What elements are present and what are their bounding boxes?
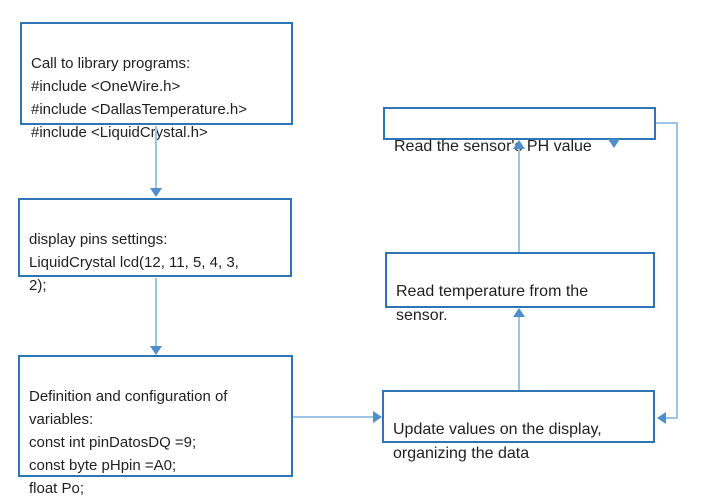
edge-variables-to-update-arrowhead bbox=[373, 411, 382, 423]
edge-update-to-temperature-arrowhead bbox=[513, 308, 525, 317]
box-display-pins-settings: display pins settings: LiquidCrystal lcd… bbox=[18, 198, 292, 294]
edge-pins-to-variables-line bbox=[155, 278, 157, 346]
box-variables-definition: Definition and configuration of variable… bbox=[18, 355, 293, 497]
edge-temperature-to-ph-arrowhead bbox=[513, 140, 525, 149]
box-read-ph-value: Read the sensor's PH value bbox=[383, 107, 656, 155]
edge-library-to-pins-line bbox=[155, 126, 157, 189]
ph-box-bottom-arrowhead bbox=[608, 139, 620, 148]
edge-variables-to-update-line bbox=[293, 416, 373, 418]
box-read-temperature: Read temperature from the sensor. bbox=[385, 252, 655, 324]
box-read-temperature-text: Read temperature from the sensor. bbox=[396, 283, 589, 324]
box-call-to-library-text: Call to library programs: #include <OneW… bbox=[31, 55, 247, 141]
box-call-to-library: Call to library programs: #include <OneW… bbox=[20, 22, 293, 141]
edge-ph-to-update-vertical-segment bbox=[676, 122, 678, 418]
box-display-pins-settings-text: display pins settings: LiquidCrystal lcd… bbox=[29, 231, 239, 294]
edge-ph-to-update-arrowhead bbox=[657, 412, 666, 424]
edge-library-to-pins-arrowhead bbox=[150, 188, 162, 197]
box-update-display-text: Update values on the display, organizing… bbox=[393, 421, 602, 462]
edge-ph-to-update-bottom-segment bbox=[666, 417, 678, 419]
box-variables-definition-text: Definition and configuration of variable… bbox=[29, 388, 228, 497]
edge-ph-to-update-top-segment bbox=[656, 122, 678, 124]
box-update-display: Update values on the display, organizing… bbox=[382, 390, 655, 462]
edge-pins-to-variables-arrowhead bbox=[150, 346, 162, 355]
edge-update-to-temperature-line bbox=[518, 316, 520, 390]
box-read-ph-value-text: Read the sensor's PH value bbox=[394, 138, 592, 155]
edge-temperature-to-ph-line bbox=[518, 148, 520, 252]
